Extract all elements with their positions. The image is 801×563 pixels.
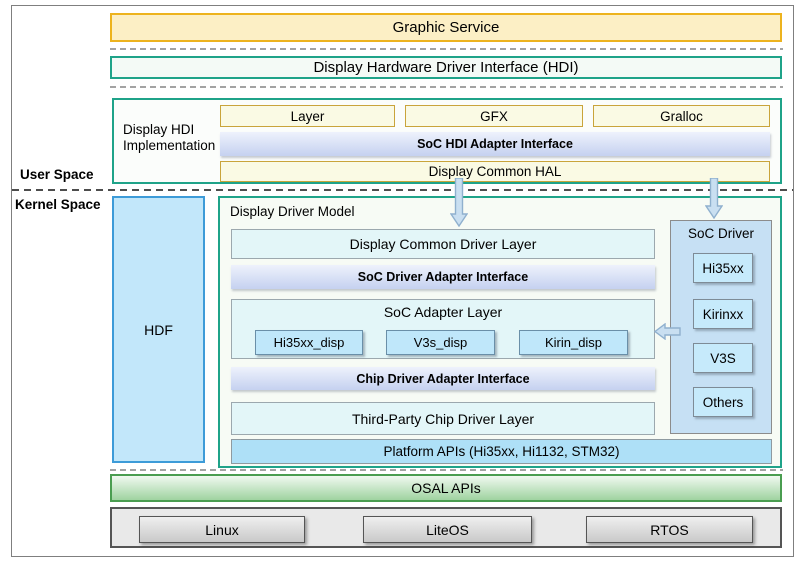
- os-container: Linux LiteOS RTOS: [110, 507, 782, 548]
- kirin-disp-box: Kirin_disp: [519, 330, 628, 355]
- arrow-left-to-soc-adapter-layer-icon: [654, 323, 681, 340]
- layer-module-box: Layer: [220, 105, 395, 127]
- display-hdi-implementation-label: Display HDI Implementation: [123, 122, 216, 154]
- display-driver-model-title: Display Driver Model: [230, 204, 355, 219]
- graphic-service-label: Graphic Service: [392, 19, 500, 36]
- rtos-box: RTOS: [586, 516, 753, 543]
- soc-driver-kirinxx-box: Kirinxx: [693, 299, 753, 329]
- linux-box: Linux: [139, 516, 305, 543]
- arrow-down-to-common-driver-layer-icon: [450, 178, 468, 227]
- user-space-label: User Space: [20, 167, 94, 182]
- divider-dashed-1: [110, 48, 783, 50]
- soc-driver-others-box: Others: [693, 387, 753, 417]
- gfx-module-box: GFX: [405, 105, 583, 127]
- kernel-space-label: Kernel Space: [15, 197, 101, 212]
- display-hdi-implementation-container: Display HDI Implementation Layer GFX Gra…: [112, 98, 782, 184]
- liteos-box: LiteOS: [363, 516, 532, 543]
- platform-apis-box: Platform APIs (Hi35xx, Hi1132, STM32): [231, 439, 772, 464]
- diagram-outer-border: [11, 5, 794, 557]
- soc-driver-hi35xx-box: Hi35xx: [693, 253, 753, 283]
- divider-dashed-3: [110, 469, 783, 471]
- display-driver-model-container: Display Driver Model Display Common Driv…: [218, 196, 782, 468]
- divider-dashed-2: [110, 86, 783, 88]
- gralloc-module-box: Gralloc: [593, 105, 770, 127]
- display-common-hal-box: Display Common HAL: [220, 161, 770, 182]
- hdf-box: HDF: [112, 196, 205, 463]
- chip-driver-adapter-interface-box: Chip Driver Adapter Interface: [231, 367, 655, 390]
- soc-hdi-adapter-interface-box: SoC HDI Adapter Interface: [220, 132, 770, 156]
- soc-driver-adapter-interface-box: SoC Driver Adapter Interface: [231, 265, 655, 289]
- hdi-label: Display Hardware Driver Interface (HDI): [313, 59, 579, 76]
- arrow-down-to-soc-driver-icon: [705, 178, 723, 219]
- soc-driver-container: SoC Driver Hi35xx Kirinxx V3S Others: [670, 220, 772, 434]
- soc-driver-title: SoC Driver: [687, 226, 754, 241]
- osal-apis-box: OSAL APIs: [110, 474, 782, 502]
- soc-adapter-layer-title: SoC Adapter Layer: [383, 304, 503, 320]
- third-party-chip-driver-layer-box: Third-Party Chip Driver Layer: [231, 402, 655, 435]
- hdi-box: Display Hardware Driver Interface (HDI): [110, 56, 782, 79]
- graphic-service-box: Graphic Service: [110, 13, 782, 42]
- hi35xx-disp-box: Hi35xx_disp: [255, 330, 363, 355]
- soc-driver-v3s-box: V3S: [693, 343, 753, 373]
- display-common-driver-layer-box: Display Common Driver Layer: [231, 229, 655, 259]
- user-kernel-boundary-line: [12, 189, 793, 191]
- v3s-disp-box: V3s_disp: [386, 330, 495, 355]
- soc-adapter-layer-container: SoC Adapter Layer Hi35xx_disp V3s_disp K…: [231, 299, 655, 359]
